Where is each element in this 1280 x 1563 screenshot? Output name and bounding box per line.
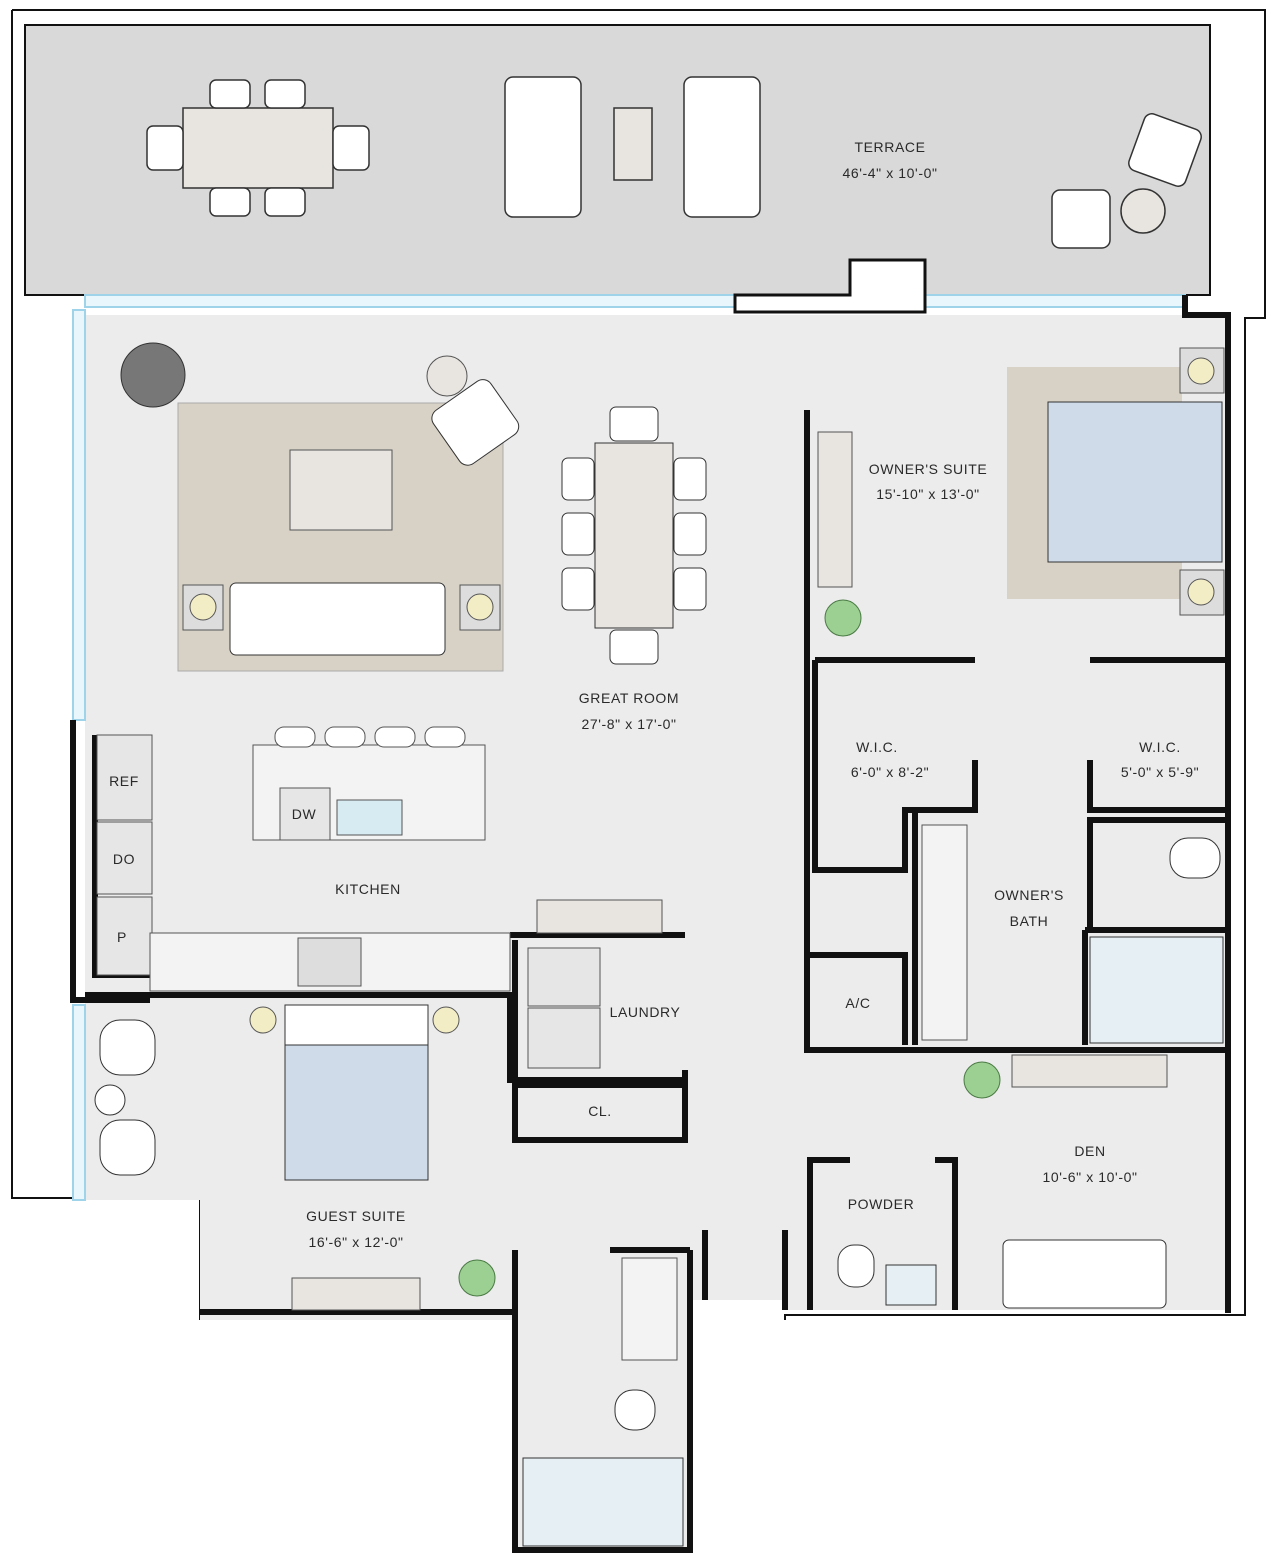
ref-label: REF [109,773,139,789]
den-dims: 10'-6" x 10'-0" [1042,1169,1138,1185]
armchair [431,379,520,466]
kitchen-label: KITCHEN [335,881,401,897]
terrace-sofas [504,76,1202,249]
vanity [921,824,968,1041]
dryer [527,1007,601,1069]
lamp-icon [1187,357,1215,385]
terrace-dining-set [146,79,370,217]
owners-bath-label: OWNER'S [994,887,1064,903]
wic-2-dims: 5'-0" x 5'-9" [1120,764,1200,780]
owners-bath-label-2: BATH [1009,913,1049,929]
sofa [229,582,446,656]
double-oven [96,821,153,895]
washer [527,947,601,1007]
great-room-label: GREAT ROOM [578,690,680,706]
do-label: DO [112,851,136,867]
toilet-icon [1169,837,1221,879]
dw-label: DW [291,806,317,822]
toilet-icon [614,1389,656,1431]
coffee-table [289,449,393,531]
guest-suite-label: GUEST SUITE [306,1208,406,1224]
pantry [96,896,153,976]
guest-side-table [94,1084,126,1116]
lamp-icon [249,1006,277,1034]
guest-bed [284,1039,429,1181]
glass-wall-top-right [924,294,1186,308]
lamp-icon [189,593,217,621]
dishwasher [279,787,331,841]
powder-label: POWDER [847,1196,915,1212]
glass-wall-top [84,294,736,308]
shower [1089,936,1224,1044]
tv-console [817,431,853,588]
dining-table-set [561,406,707,665]
guest-dresser [291,1277,421,1311]
cooktop-icon [297,937,362,987]
guest-chair [99,1019,156,1076]
guest-vanity [621,1257,678,1361]
great-room-dims: 27'-8" x 17'-0" [581,716,677,732]
building-outline [12,9,1266,1320]
glass-wall-left-guest [72,1004,86,1201]
guest-pillows [284,1004,429,1046]
den-sofa [1002,1239,1167,1309]
wic-1-label: W.I.C. [856,739,898,755]
nightstand [1179,347,1225,394]
glass-wall-left [72,309,86,721]
plant-icon [458,1259,496,1297]
plant-icon [963,1061,1001,1099]
owners-suite-dims: 15'-10" x 13'-0" [876,486,980,502]
toilet-icon [837,1244,875,1288]
sink-icon [336,799,403,836]
den-tv-console [1011,1054,1168,1088]
terrace-label: TERRACE [854,139,926,155]
guest-chair [99,1119,156,1176]
refrigerator [96,734,153,821]
pantry-label: P [117,929,127,945]
wic-2-label: W.I.C. [1139,739,1181,755]
owners-bed [1047,401,1223,563]
lamp-icon [1187,578,1215,606]
guest-shower [522,1457,684,1547]
plant-icon [824,599,862,637]
console [536,899,663,934]
laundry-label: LAUNDRY [609,1004,681,1020]
wic-1-dims: 6'-0" x 8'-2" [850,764,930,780]
lamp-icon [466,593,494,621]
round-side-table [426,355,468,397]
powder-sink [885,1264,937,1306]
lamp-icon [432,1006,460,1034]
accent-table [120,342,186,408]
den-label: DEN [1074,1143,1106,1159]
terrace-dims: 46'-4" x 10'-0" [842,165,938,181]
bar-stools [274,726,466,748]
ac-label: A/C [845,995,871,1011]
closet-label: CL. [588,1103,612,1119]
guest-suite-dims: 16'-6" x 12'-0" [308,1234,404,1250]
owners-suite-label: OWNER'S SUITE [868,461,988,477]
